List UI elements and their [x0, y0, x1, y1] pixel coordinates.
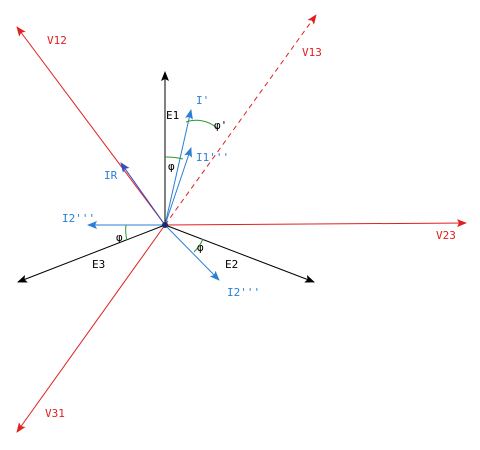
- label-phi-left: φ: [116, 231, 123, 244]
- label-e1: E1: [166, 109, 179, 122]
- origin-point: [162, 222, 168, 228]
- label-e2: E2: [225, 258, 238, 271]
- v12-vector: [16, 26, 166, 226]
- phi-prime-arc: [185, 119, 218, 129]
- label-i1-triple: I1''': [196, 151, 229, 164]
- label-phi-prime: φ': [214, 119, 227, 132]
- label-v23: V23: [436, 229, 456, 242]
- phi-right-arc: [193, 238, 204, 253]
- label-i-prime: I': [196, 94, 209, 107]
- label-i2-triple-left: I2''': [62, 212, 95, 225]
- i-prime-vector: [164, 109, 193, 226]
- phi-left-arc: [125, 224, 128, 241]
- label-ir: IR: [104, 169, 118, 182]
- i1-triple-vector: [164, 147, 192, 226]
- e2-vector: [164, 224, 315, 283]
- label-v31: V31: [45, 407, 65, 420]
- label-phi-right: φ: [197, 241, 204, 254]
- e3-vector: [17, 224, 166, 283]
- v13-dashed-vector: [164, 14, 317, 226]
- ir-vector: [120, 162, 166, 226]
- v31-vector: [16, 224, 166, 433]
- i2-triple-right-vector: [164, 224, 220, 281]
- phi-upper-arc: [164, 156, 184, 160]
- label-phi-upper: φ: [168, 160, 175, 173]
- label-v12: V12: [47, 34, 67, 47]
- label-v13: V13: [302, 46, 322, 59]
- v23-vector: [164, 219, 467, 228]
- label-e3: E3: [92, 258, 105, 271]
- label-i2-triple-right: I2''': [227, 286, 260, 299]
